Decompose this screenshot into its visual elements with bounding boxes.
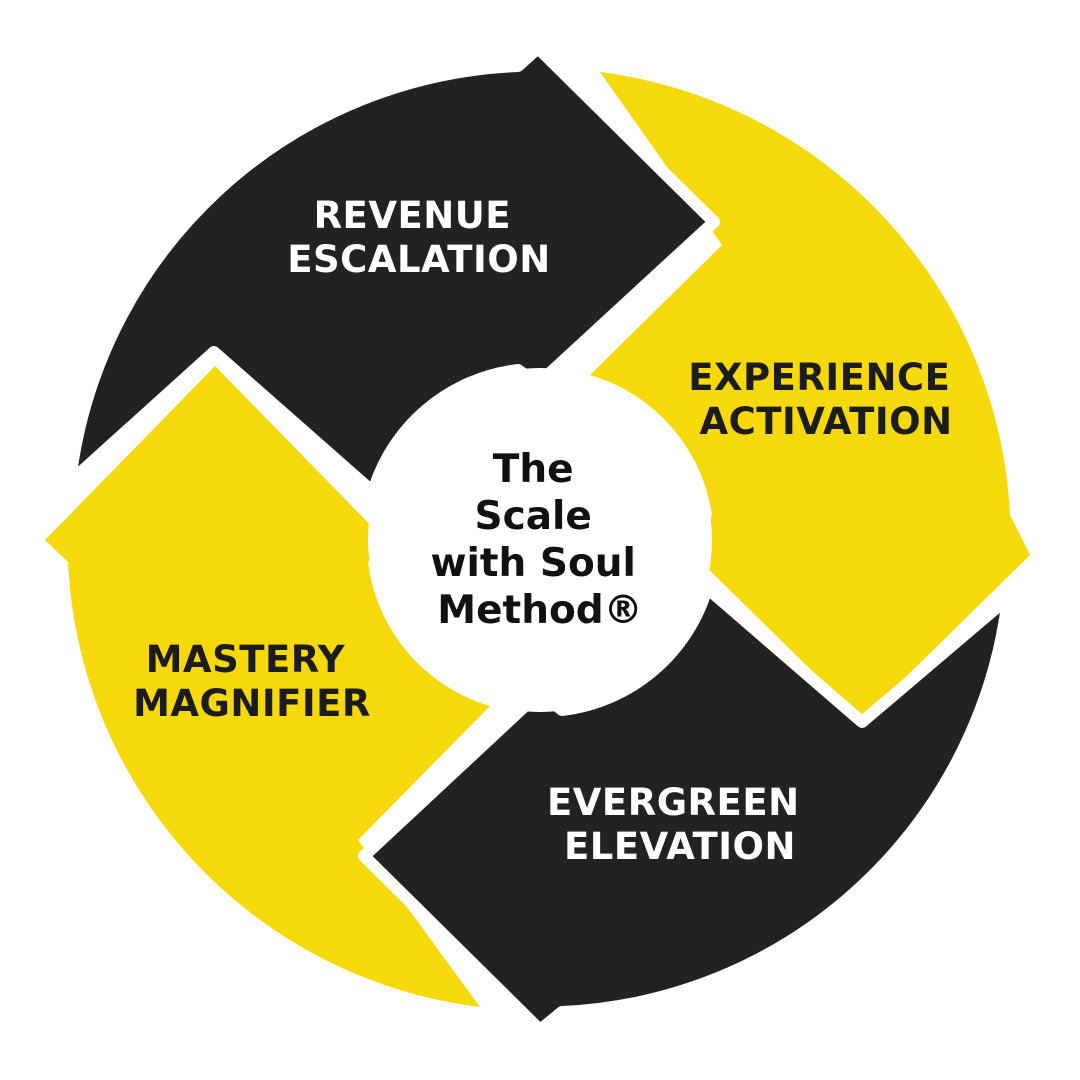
segment-evergreen-arrow xyxy=(358,582,1014,1036)
mastery-label: MASTERY MAGNIFIER xyxy=(133,638,371,725)
center-title: The Scale with Soul Method® xyxy=(431,447,650,633)
segment-revenue-arrow xyxy=(64,42,720,498)
evergreen-label: EVERGREEN ELEVATION xyxy=(547,781,813,868)
revenue-label: REVENUE ESCALATION xyxy=(287,194,550,281)
experience-label: EXPERIENCE ACTIVATION xyxy=(688,356,964,443)
center-disc xyxy=(368,368,712,712)
segment-mastery-arrow xyxy=(45,366,490,1007)
